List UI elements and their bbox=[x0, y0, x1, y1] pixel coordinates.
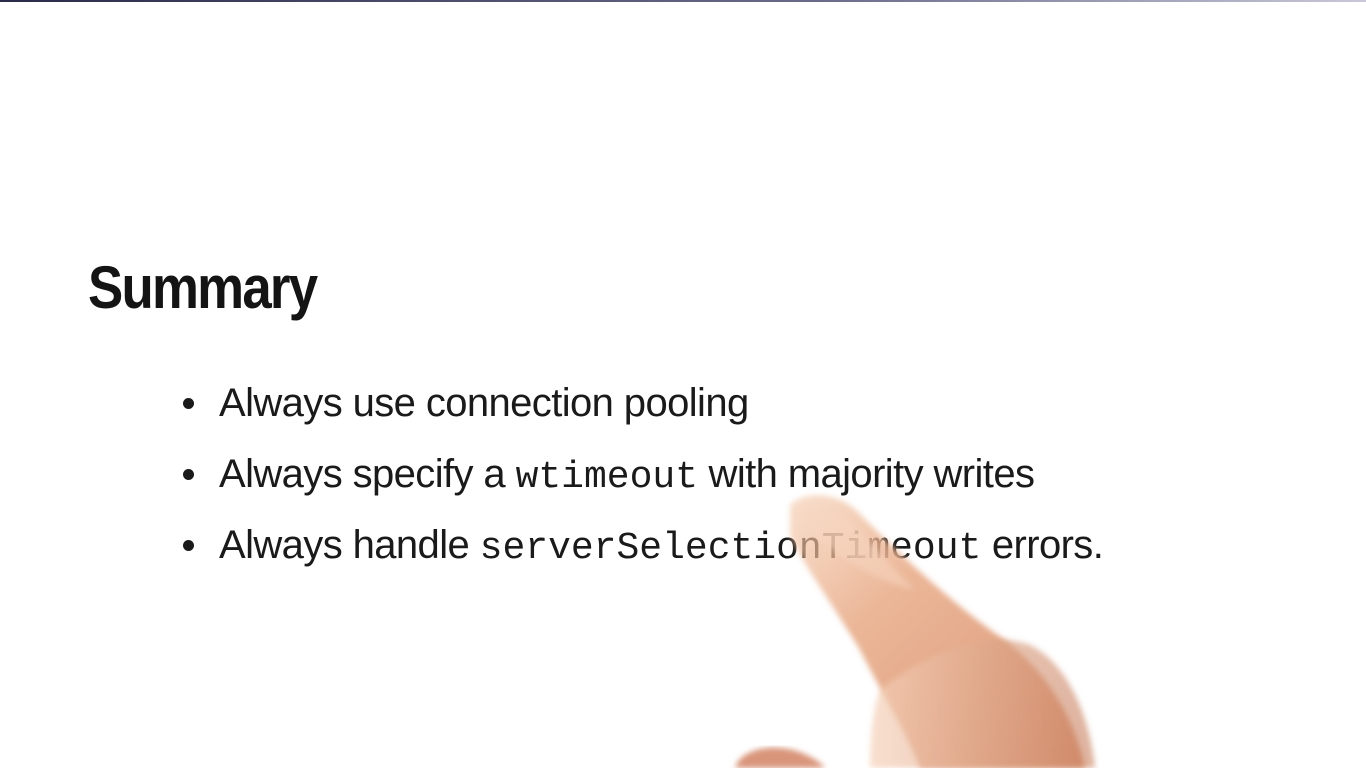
bullet-dot-icon bbox=[183, 469, 194, 480]
bullet-item: Always use connection pooling bbox=[180, 378, 1103, 449]
bullet-text: Always use connection pooling bbox=[219, 381, 749, 425]
bullet-text: errors. bbox=[981, 523, 1104, 567]
top-border bbox=[0, 0, 1366, 2]
bullet-dot-icon bbox=[183, 398, 194, 409]
bullet-item: Always handle serverSelectionTimeout err… bbox=[180, 520, 1104, 591]
bullet-text: Always specify a bbox=[219, 452, 516, 496]
bullet-dot-icon bbox=[183, 540, 194, 551]
bullet-text: with majority writes bbox=[698, 452, 1035, 496]
bullet-list: Always use connection pooling Always spe… bbox=[180, 378, 1104, 591]
palm-shape bbox=[870, 640, 1095, 768]
curled-finger-shape bbox=[735, 747, 825, 768]
code-term: wtimeout bbox=[515, 456, 699, 499]
slide-title: Summary bbox=[88, 254, 318, 321]
bullet-text: Always handle bbox=[219, 523, 480, 567]
bullet-item: Always specify a wtimeout with majority … bbox=[180, 449, 1103, 520]
code-term: serverSelectionTimeout bbox=[479, 527, 982, 570]
